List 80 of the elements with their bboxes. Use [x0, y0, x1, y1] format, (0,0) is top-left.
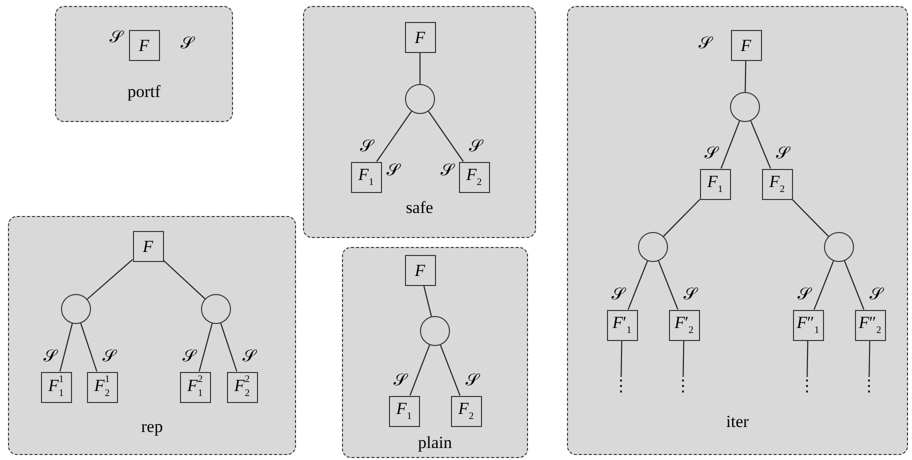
vertical-ellipsis: ⋮	[801, 377, 813, 397]
connector-line	[663, 199, 700, 237]
formula-box: F	[128, 30, 160, 60]
connector-line	[658, 260, 678, 310]
edge-label: 𝒮	[612, 285, 625, 302]
circle-node	[201, 294, 231, 324]
panel-caption: iter	[725, 412, 750, 432]
connector-line	[440, 344, 460, 396]
edge-label: 𝒮	[776, 144, 790, 161]
circle-node	[61, 294, 91, 324]
connector-line	[410, 344, 430, 396]
formula-box: F″$_{2}$	[854, 310, 886, 340]
formula-box: F	[132, 230, 164, 262]
set-symbol: 𝒮	[180, 34, 194, 52]
dashed-panel	[342, 247, 528, 458]
connector-line	[428, 111, 464, 162]
formula-box: F$_{2}$	[762, 168, 792, 200]
set-symbol: 𝒮	[698, 34, 712, 52]
edge-label: 𝒮	[102, 347, 116, 364]
formula-box: F$_{2}$	[450, 396, 482, 426]
connector-line	[682, 340, 684, 377]
formula-box: F″$_{1}$	[792, 310, 824, 340]
vertical-ellipsis: ⋮	[615, 377, 627, 397]
edge-label: 𝒮	[182, 347, 196, 364]
connector-line	[720, 120, 740, 169]
formula-box: F′$_{2}$	[668, 310, 700, 340]
edge-label: 𝒮	[465, 371, 478, 388]
edge-label: 𝒮	[394, 371, 406, 388]
edge-label: 𝒮	[798, 285, 811, 302]
connector-line	[376, 111, 412, 162]
formula-box: F$_{1}$	[350, 162, 382, 192]
circle-node	[824, 232, 854, 262]
connector-line	[423, 285, 432, 317]
set-symbol: 𝒮	[386, 162, 400, 178]
circle-node	[730, 92, 760, 122]
dashed-panel	[8, 216, 296, 455]
edge-label: 𝒮	[43, 347, 56, 364]
connector-line	[744, 60, 746, 92]
connector-line	[844, 260, 864, 310]
vertical-ellipsis: ⋮	[863, 377, 875, 397]
set-symbol: 𝒮	[110, 28, 122, 46]
connector-line	[628, 260, 648, 310]
circle-node	[420, 316, 450, 346]
edge-label: 𝒮	[683, 285, 696, 302]
edge-label: 𝒮	[468, 137, 482, 154]
connector-line	[198, 323, 213, 372]
edge-label: 𝒮	[242, 347, 256, 364]
connector-line	[59, 323, 73, 372]
connector-line	[419, 52, 421, 84]
panel-caption: safe	[404, 198, 434, 218]
edge-label: 𝒮	[360, 137, 374, 154]
dashed-panel	[55, 6, 233, 122]
formula-box: F	[730, 30, 762, 60]
panel-caption: plain	[417, 433, 453, 453]
panel-caption: portf	[126, 82, 162, 102]
dashed-panel	[303, 6, 536, 238]
connector-line	[80, 323, 98, 372]
connector-line	[806, 340, 808, 377]
vertical-ellipsis: ⋮	[677, 377, 689, 397]
formula-box: F′$_{1}$	[606, 310, 638, 340]
connector-line	[86, 259, 133, 300]
connector-line	[220, 323, 238, 372]
connector-line	[750, 120, 772, 169]
edge-label: 𝒮	[704, 144, 718, 161]
connector-line	[814, 260, 834, 310]
formula-box: F$_{1}$	[700, 168, 730, 200]
connector-line	[163, 260, 206, 300]
panel-caption: rep	[140, 417, 164, 437]
formula-box: F	[404, 22, 436, 52]
circle-node	[405, 84, 435, 114]
edge-label: 𝒮	[869, 285, 882, 302]
dashed-panel	[567, 6, 908, 455]
formula-box: F$_{2}$	[458, 162, 490, 192]
connector-line	[868, 340, 870, 377]
circle-node	[638, 232, 668, 262]
formula-box: F$_{1}$	[388, 396, 420, 426]
connector-line	[620, 340, 622, 377]
connector-line	[792, 199, 829, 237]
formula-box: F	[404, 254, 436, 286]
set-symbol: 𝒮	[440, 162, 454, 178]
